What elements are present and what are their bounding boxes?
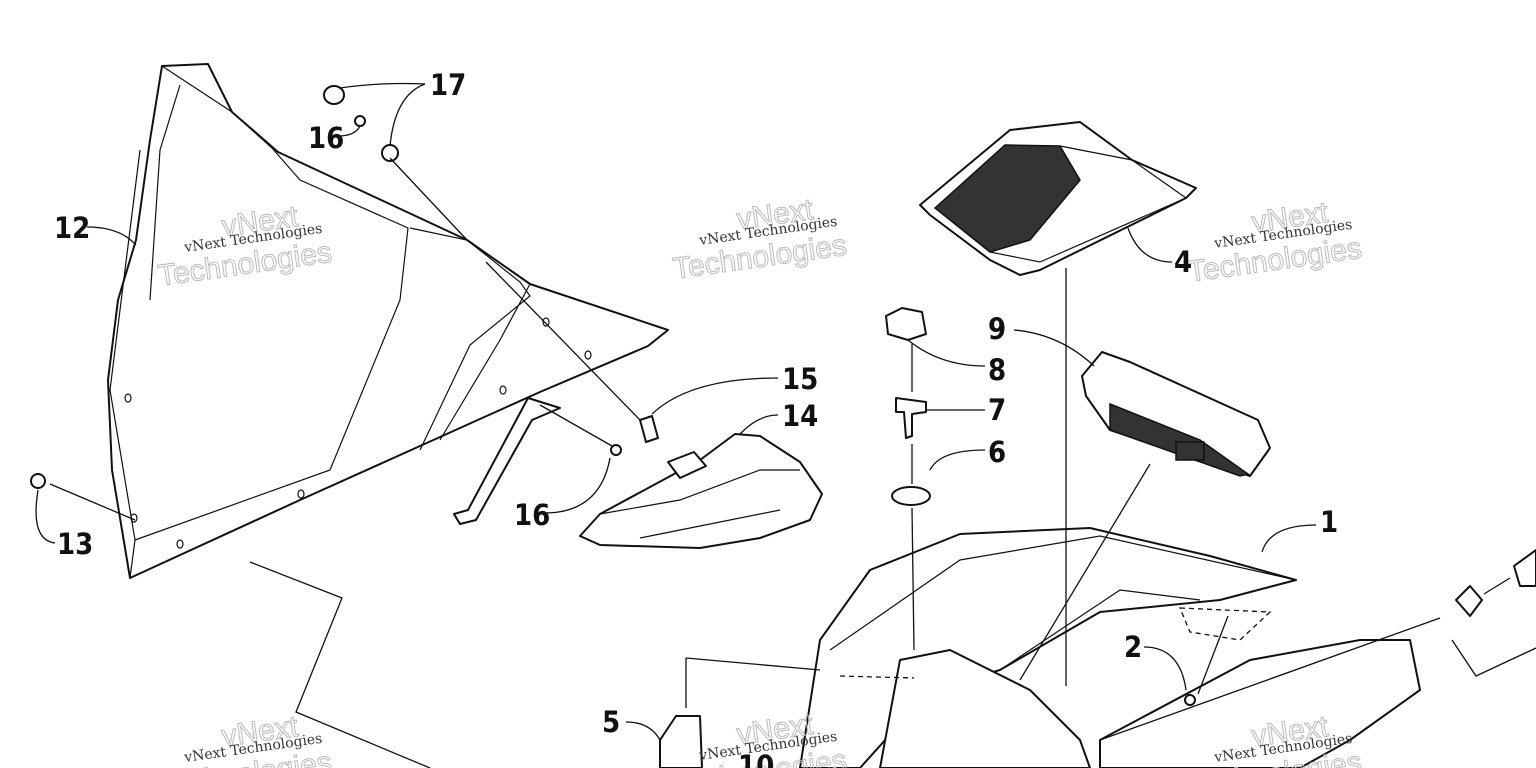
screw-part-16-lower (610, 444, 622, 456)
grommet-part-17-a (323, 85, 345, 105)
well-nut-part-15 (639, 415, 659, 443)
watermark-3: vNext Technologies vNext Technologies (1185, 196, 1364, 290)
key-part-7 (895, 397, 927, 439)
screw-part-2 (1184, 694, 1196, 706)
callout-17: 17 (430, 68, 466, 102)
screw-part-13 (30, 473, 46, 489)
key-cap-part-8 (885, 307, 927, 341)
callout-15: 15 (782, 362, 818, 396)
watermark-5: vNext Technologies vNext Technologies (670, 708, 849, 768)
callout-9: 9 (988, 312, 1006, 346)
callout-16-upper: 16 (308, 121, 344, 155)
screw-part-16-upper (354, 115, 366, 127)
callout-2: 2 (1124, 630, 1142, 664)
callout-numbers: 1 2 4 5 6 7 8 9 10 12 13 14 15 16 16 17 (54, 68, 1338, 768)
callout-1: 1 (1320, 505, 1338, 539)
headlight-part-14 (579, 433, 823, 549)
callout-7: 7 (988, 393, 1006, 427)
hood-part-1 (659, 527, 1536, 768)
callout-16-lower: 16 (514, 498, 550, 532)
callout-13: 13 (57, 527, 93, 561)
callout-5: 5 (602, 705, 620, 739)
callout-12: 12 (54, 211, 90, 245)
callout-6: 6 (988, 435, 1006, 469)
callout-8: 8 (988, 353, 1006, 387)
callout-4: 4 (1174, 245, 1192, 279)
windshield-part-12 (107, 63, 669, 579)
nut-part-6 (891, 486, 931, 506)
leader-lines (35, 82, 1536, 768)
module-part-9 (1081, 351, 1271, 477)
ignition-key-parts (885, 307, 931, 506)
bottle-part-5 (659, 715, 703, 768)
watermark-2: vNext Technologies vNext Technologies (670, 193, 849, 287)
storage-tray-part-4 (919, 121, 1197, 276)
callout-14: 14 (782, 399, 818, 433)
callout-10: 10 (738, 749, 774, 768)
watermark-4: vNext Technologies vNext Technologies (155, 710, 334, 768)
hardware-parts (30, 85, 659, 489)
